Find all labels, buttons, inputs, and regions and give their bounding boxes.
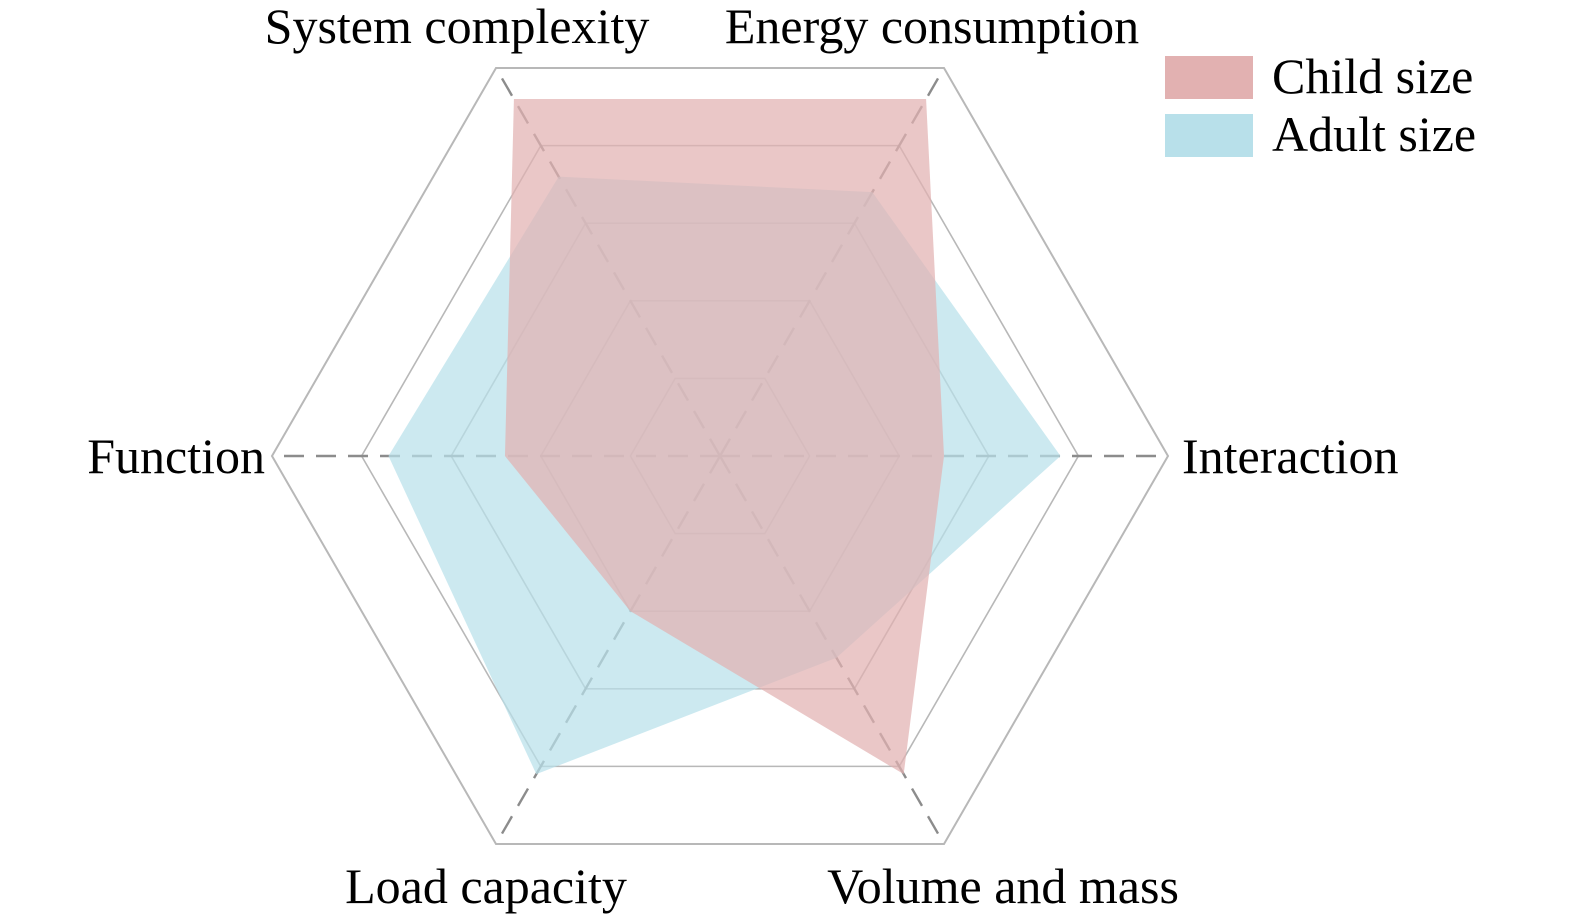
legend-swatch-child-size <box>1165 56 1253 99</box>
axis-label-function: Function <box>87 428 265 484</box>
axis-label-load-capacity: Load capacity <box>345 858 627 914</box>
axis-label-volume-and-mass: Volume and mass <box>827 858 1179 914</box>
series-area-child-size <box>504 99 944 775</box>
legend-label-adult-size: Adult size <box>1272 106 1476 162</box>
legend-label-child-size: Child size <box>1272 48 1473 104</box>
legend-swatch-adult-size <box>1165 114 1253 157</box>
axis-label-system-complexity: System complexity <box>265 0 650 54</box>
radar-series <box>388 99 1061 775</box>
axis-label-interaction: Interaction <box>1182 428 1399 484</box>
axis-labels: Interaction Energy consumption System co… <box>87 0 1398 914</box>
axis-label-energy-consumption: Energy consumption <box>725 0 1139 54</box>
grid-ring-5 <box>270 67 1170 845</box>
legend: Child size Adult size <box>1165 48 1476 162</box>
